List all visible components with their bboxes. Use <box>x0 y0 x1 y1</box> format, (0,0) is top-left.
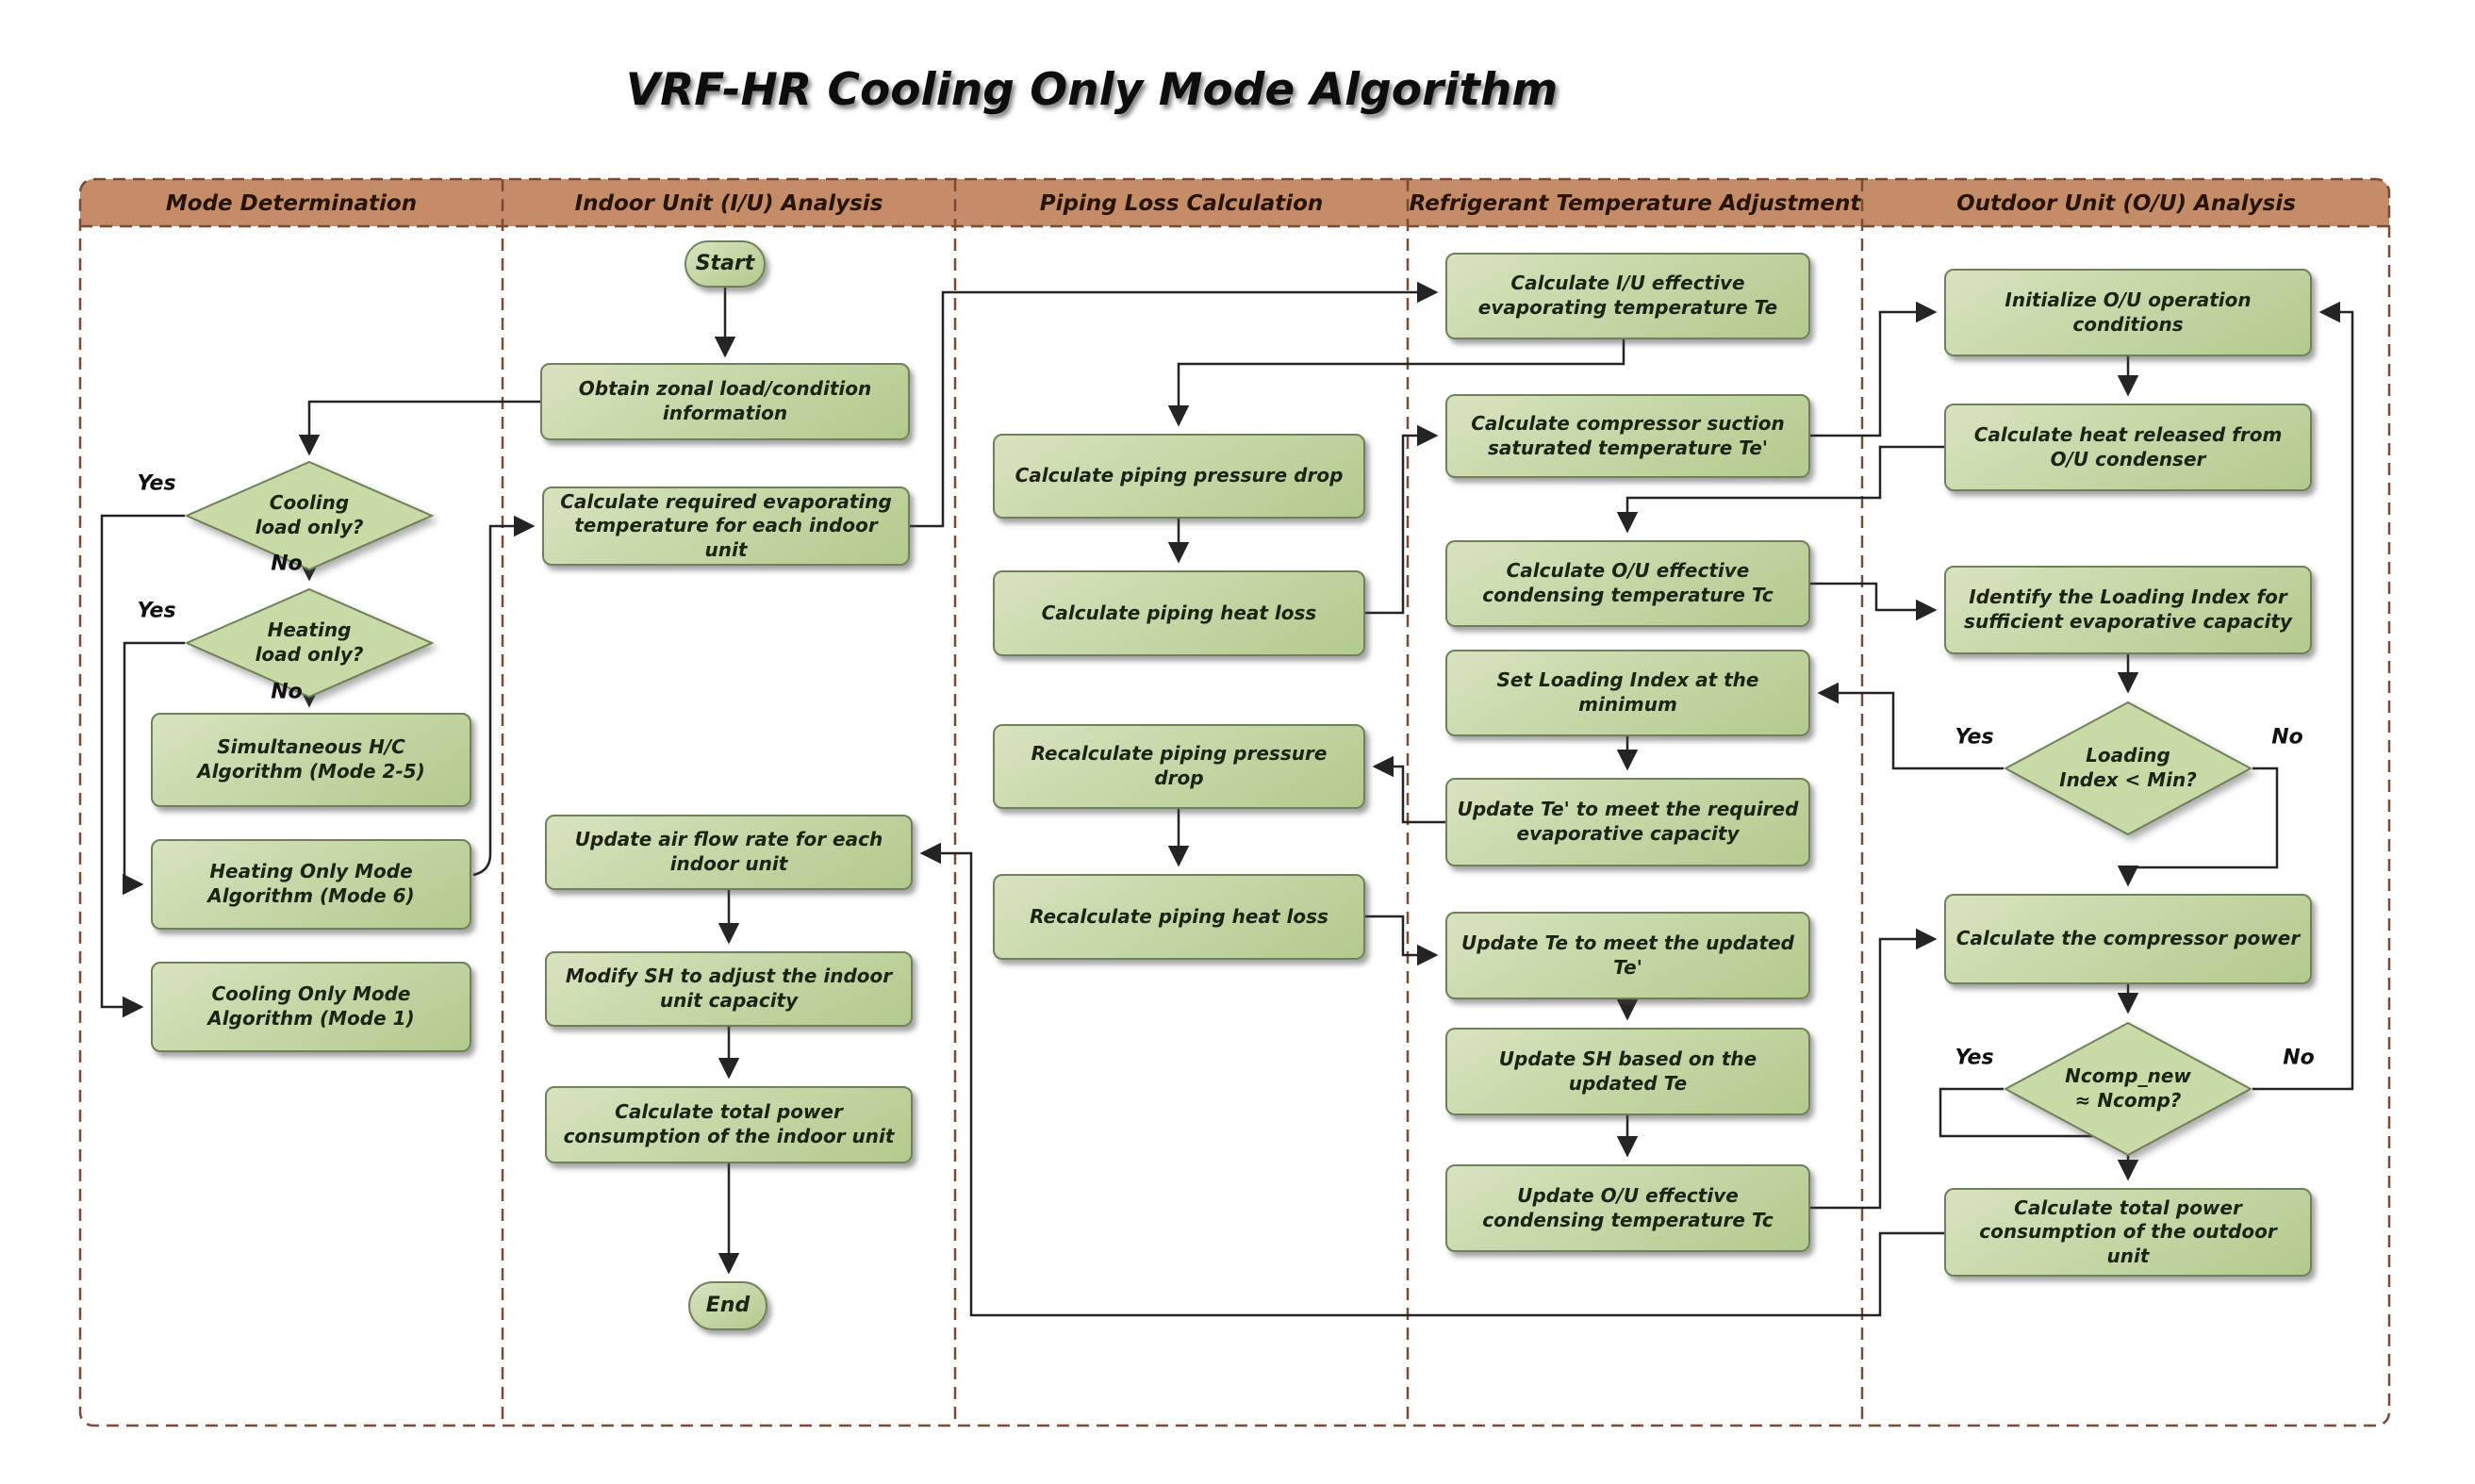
edge-heating-yes-to-mode6 <box>123 641 185 896</box>
node-update-te-prime: Update Te' to meet the required evaporat… <box>1445 778 1810 866</box>
node-calc-iu-total-power: Calculate total power consumption of the… <box>545 1086 913 1163</box>
diamond-shape <box>185 460 434 571</box>
node-calc-ou-condensing-tc: Calculate O/U effective condensing tempe… <box>1445 540 1810 627</box>
decision-label: Loading Index < Min? <box>2059 744 2197 791</box>
node-heating-only-mode-algorithm: Heating Only Mode Algorithm (Mode 6) <box>151 839 471 930</box>
edge-required-evap-to-te <box>910 281 1439 528</box>
node-simultaneous-hc-algorithm: Simultaneous H/C Algorithm (Mode 2-5) <box>151 713 471 807</box>
edge-heat-released-to-tc <box>1616 445 1944 534</box>
node-start: Start <box>685 240 766 288</box>
edge-loading-no-to-compressor <box>2117 767 2279 887</box>
decision-label: Ncomp_new ≈ Ncomp? <box>2065 1064 2191 1112</box>
decision-cooling-load-only: Cooling load only? <box>185 460 434 571</box>
label-yes-ncomp: Yes <box>1955 1046 1994 1070</box>
edge-te-prime-to-init-ou <box>1810 301 1938 437</box>
node-recalc-piping-heat-loss: Recalculate piping heat loss <box>993 874 1365 960</box>
edge-heat-loss-to-te-prime <box>1365 424 1439 615</box>
lane-header-refrigerant-temp: Refrigerant Temperature Adjustment <box>1409 191 1861 216</box>
node-calc-ou-total-power: Calculate total power consumption of the… <box>1944 1188 2312 1277</box>
node-cooling-only-mode-algorithm: Cooling Only Mode Algorithm (Mode 1) <box>151 962 471 1052</box>
lane-header-bar <box>80 179 2389 226</box>
edge-obtain-to-cooling-q <box>298 400 540 456</box>
edge-update-tc-to-compressor <box>1810 928 1938 1210</box>
edge-update-te-prime-to-recalc-pressure <box>1372 755 1445 824</box>
node-obtain-zonal-info: Obtain zonal load/condition information <box>540 363 910 440</box>
node-calc-piping-heat-loss: Calculate piping heat loss <box>993 570 1365 656</box>
node-calc-piping-pressure-drop: Calculate piping pressure drop <box>993 434 1365 519</box>
node-calc-compressor-power: Calculate the compressor power <box>1944 894 2312 984</box>
edge-recalc-heat-to-update-te <box>1365 915 1439 966</box>
lane-frame <box>78 177 2391 1427</box>
node-end: End <box>688 1281 767 1330</box>
node-calc-suction-te-prime: Calculate compressor suction saturated t… <box>1445 394 1810 478</box>
label-no-cooling: No <box>271 552 303 576</box>
label-no-heating: No <box>271 680 303 704</box>
edge-ou-power-to-update-airflow <box>919 842 1944 1317</box>
node-calc-iu-evaporating-te: Calculate I/U effective evaporating temp… <box>1445 253 1810 339</box>
node-update-airflow: Update air flow rate for each indoor uni… <box>545 815 913 890</box>
node-modify-sh: Modify SH to adjust the indoor unit capa… <box>545 951 913 1027</box>
decision-heating-load-only: Heating load only? <box>185 587 434 699</box>
lane-header-indoor-unit-analysis: Indoor Unit (I/U) Analysis <box>574 191 883 216</box>
diamond-shape <box>2004 1021 2252 1157</box>
lane-header-outdoor-unit-analysis: Outdoor Unit (O/U) Analysis <box>1956 191 2296 216</box>
node-set-loading-index-minimum: Set Loading Index at the minimum <box>1445 650 1810 736</box>
label-no-ncomp: No <box>2283 1046 2315 1070</box>
node-update-sh: Update SH based on the updated Te <box>1445 1028 1810 1115</box>
decision-label: Heating load only? <box>255 618 364 666</box>
node-initialize-ou-conditions: Initialize O/U operation conditions <box>1944 269 2312 356</box>
node-update-ou-condensing-tc: Update O/U effective condensing temperat… <box>1445 1164 1810 1252</box>
edge-tc-to-identify-loading <box>1810 582 1938 621</box>
node-identify-loading-index: Identify the Loading Index for sufficien… <box>1944 566 2312 654</box>
label-yes-cooling: Yes <box>137 471 176 496</box>
decision-label: Cooling load only? <box>255 491 364 538</box>
diamond-shape <box>185 587 434 699</box>
decision-loading-index-min: Loading Index < Min? <box>2004 701 2252 836</box>
edge-loading-yes-to-set-index <box>1817 682 2004 770</box>
edge-te-to-pressure-drop <box>1167 339 1625 427</box>
node-calc-required-evap-temp: Calculate required evaporating temperatu… <box>542 486 910 566</box>
diamond-shape <box>2004 701 2252 836</box>
edge-cooling-yes-to-mode1 <box>100 514 185 1018</box>
node-update-te: Update Te to meet the updated Te' <box>1445 912 1810 999</box>
label-yes-heating: Yes <box>137 599 176 623</box>
decision-ncomp-converged: Ncomp_new ≈ Ncomp? <box>2004 1021 2252 1157</box>
label-yes-loading-index: Yes <box>1955 725 1994 750</box>
page-title: VRF-HR Cooling Only Mode Algorithm <box>625 64 1559 116</box>
edge-ncomp-no-to-init-ou <box>2252 301 2354 1091</box>
edge-mode6-to-required-evap <box>472 515 536 877</box>
node-calc-heat-released: Calculate heat released from O/U condens… <box>1944 404 2312 491</box>
lane-header-piping-loss: Piping Loss Calculation <box>1039 191 1324 216</box>
node-recalc-piping-pressure-drop: Recalculate piping pressure drop <box>993 724 1365 809</box>
label-no-loading-index: No <box>2271 725 2303 750</box>
lane-header-mode-determination: Mode Determination <box>165 191 418 216</box>
